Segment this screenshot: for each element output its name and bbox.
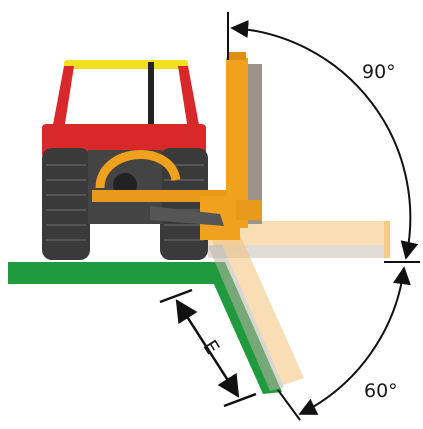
dimension-e bbox=[159, 288, 257, 408]
angle-label-60: 60° bbox=[364, 380, 398, 402]
ground-flat bbox=[8, 262, 216, 284]
reference-line-slope bbox=[277, 389, 301, 421]
cab-left-pillar bbox=[52, 66, 74, 130]
tire-left bbox=[42, 148, 90, 260]
three-point-beam bbox=[92, 190, 232, 202]
arm-slope-ghost bbox=[208, 235, 304, 391]
arc-60 bbox=[298, 266, 411, 415]
angle-indicators bbox=[227, 12, 420, 421]
dimension-line bbox=[175, 299, 240, 398]
dimension-tick-top bbox=[159, 288, 193, 304]
cab-right-pillar bbox=[178, 66, 200, 130]
lift-arm bbox=[150, 206, 224, 226]
exhaust bbox=[148, 62, 154, 130]
arm-vertical bbox=[226, 52, 262, 228]
dimension-tick-bottom bbox=[223, 392, 257, 408]
angle-label-90: 90° bbox=[362, 61, 396, 83]
arc-90 bbox=[230, 20, 419, 260]
tractor-roof bbox=[64, 60, 188, 69]
hitch-arch bbox=[95, 150, 181, 189]
